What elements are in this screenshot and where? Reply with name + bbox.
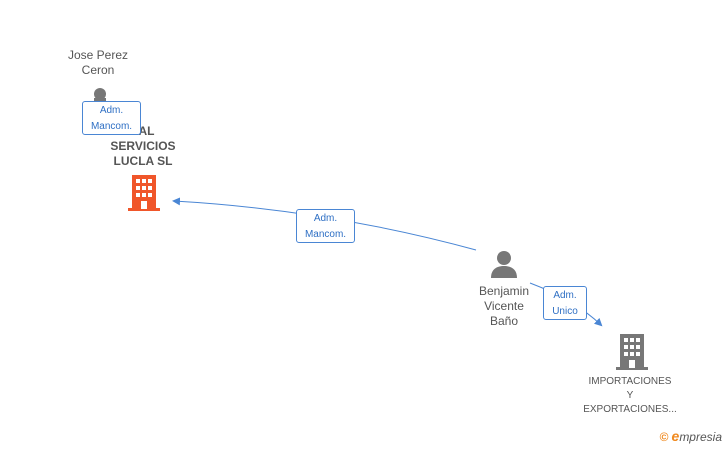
company-name-line: Y: [626, 390, 634, 401]
building-icon[interactable]: [616, 334, 648, 370]
building-icon[interactable]: [128, 175, 160, 211]
relation-badge[interactable]: Adm. Unico: [543, 286, 587, 320]
company-name-importaciones[interactable]: IMPORTACIONES Y EXPORTACIONES...: [572, 375, 688, 417]
relation-badge-line: Unico: [552, 306, 578, 317]
relation-badge[interactable]: Adm. Mancom.: [296, 209, 355, 243]
person-name-line: Baño: [489, 314, 519, 328]
relation-badge-line: Mancom.: [304, 229, 347, 240]
relation-badge-line: Mancom.: [90, 121, 133, 132]
person-name-jose[interactable]: Jose Perez Ceron: [50, 48, 146, 78]
relation-badge-line: Adm.: [313, 213, 338, 224]
person-name-line: Benjamin: [478, 284, 530, 298]
person-name-line: Vicente: [484, 299, 524, 313]
person-name-benjamin[interactable]: Benjamin Vicente Baño: [462, 284, 546, 329]
company-name-line: SERVICIOS: [110, 139, 176, 153]
brand-watermark: ©empresia: [660, 428, 722, 444]
person-name-line: Ceron: [81, 63, 115, 77]
brand-logo-initial: e: [671, 428, 680, 444]
company-name-line: IMPORTACIONES: [588, 376, 672, 387]
relation-badge-line: Adm.: [99, 105, 124, 116]
copyright-symbol: ©: [659, 430, 669, 444]
brand-logo-text: mpresia: [679, 430, 722, 444]
person-name-line: Jose Perez: [67, 48, 129, 62]
person-icon[interactable]: [92, 88, 108, 102]
person-icon[interactable]: [490, 250, 518, 278]
relation-badge[interactable]: Adm. Mancom.: [82, 101, 141, 135]
relation-badge-line: Adm.: [553, 290, 577, 301]
company-name-line: EXPORTACIONES...: [583, 404, 677, 415]
company-name-line: LUCLA SL: [113, 154, 173, 168]
